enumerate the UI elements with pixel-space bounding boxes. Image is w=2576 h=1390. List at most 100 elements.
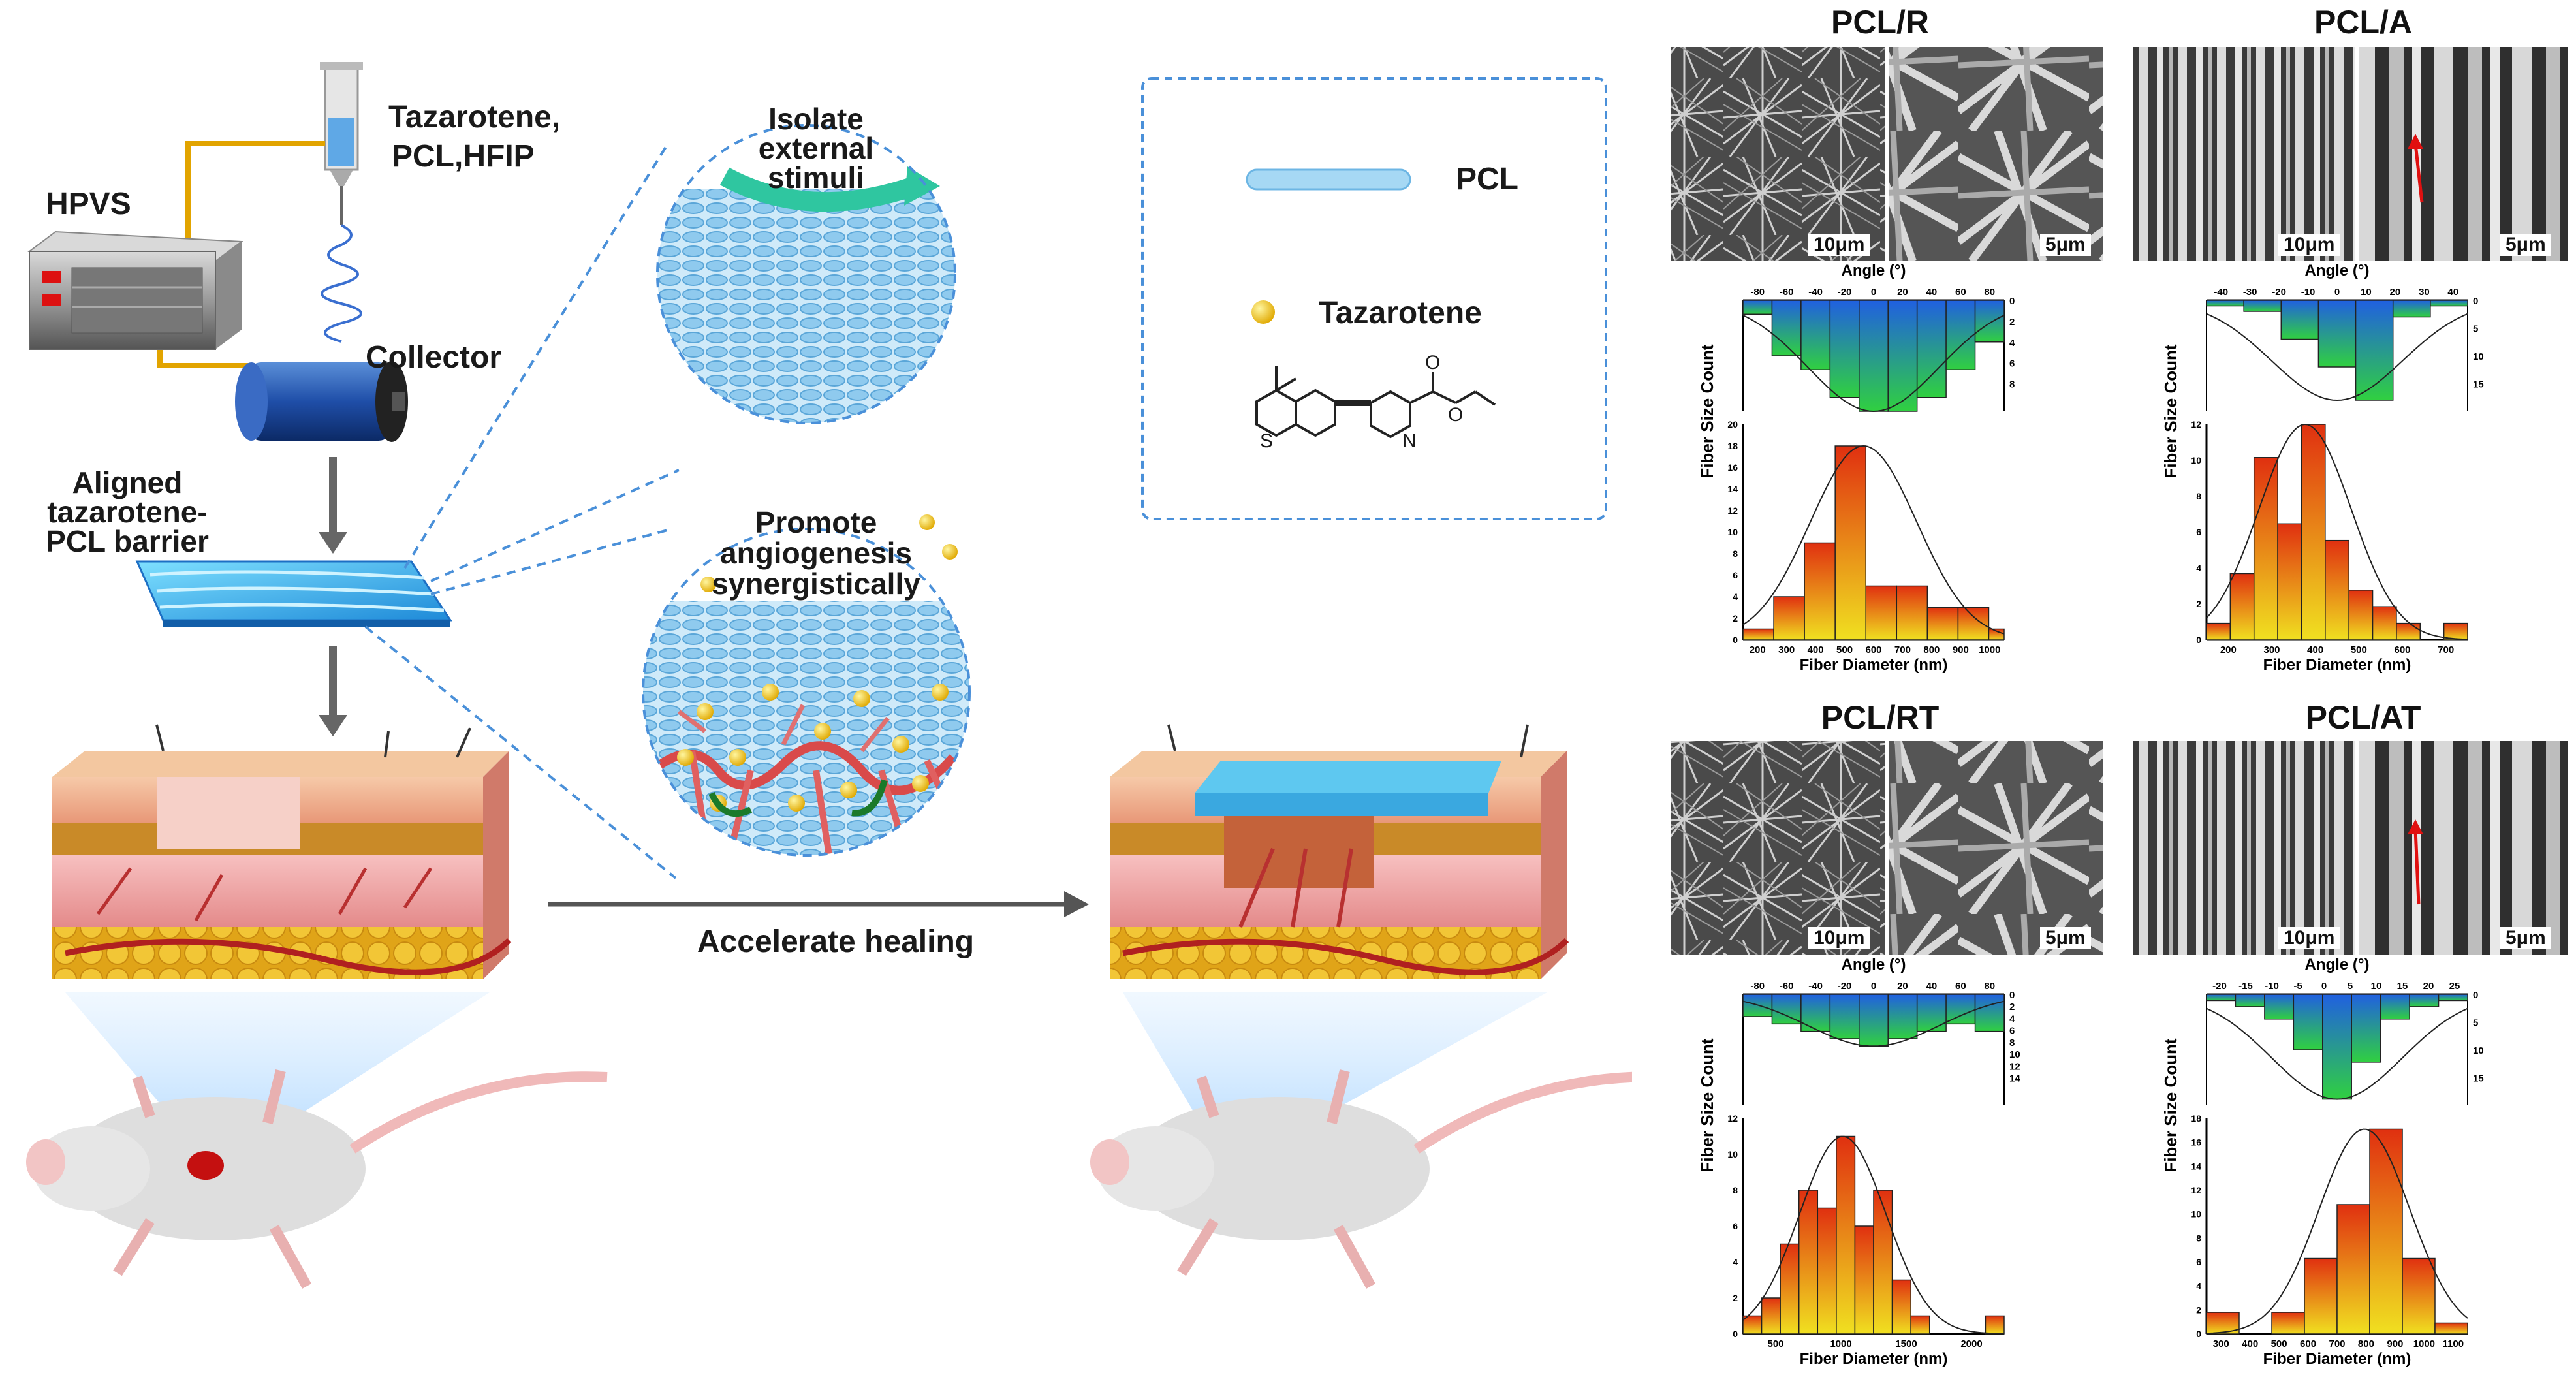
solution-label-1: Tazarotene, [388,100,561,134]
zoom-lines [364,146,680,879]
promote-label-2: angiogenesis [720,536,912,570]
diameter-tick-label: 1100 [2443,1338,2464,1350]
diameter-bar [1834,445,1866,640]
wire-top [185,141,325,274]
angle-y-tick-label: 8 [2009,379,2015,390]
angle-bar [1916,300,1947,398]
diameter-bar [1780,1243,1800,1335]
angle-bar [1974,994,2005,1032]
scale-bar-pcl-a-low: 10μm [2278,234,2340,256]
angle-y-tick-label: 0 [2009,296,2015,307]
rat-healed-icon [1090,1069,1632,1289]
angle-bar [1859,300,1889,412]
angle-bar [1945,300,1976,370]
sem-pcl-rt-low [1671,741,1885,955]
diameter-y-tick-label: 2 [2196,599,2201,609]
diameter-tick-label: 500 [1836,644,1853,656]
diameter-tick-label: 200 [2220,644,2237,656]
accelerate-healing-arrow [548,891,1089,917]
down-arrow-1 [319,457,347,554]
sem-pcl-a-high [2359,47,2568,261]
diameter-y-tick-label: 0 [2196,1329,2201,1339]
angle-tick-label: 80 [1984,981,1995,992]
diameter-bar [2434,1322,2468,1335]
diameter-tick-label: 300 [2213,1338,2229,1350]
diameter-bar [1957,607,1990,640]
scale-bar-pcl-r-high: 5μm [2040,234,2091,256]
diameter-tick-label: 2000 [1960,1338,1982,1350]
diameter-y-tick-label: 10 [1727,527,1738,537]
angle-fit-curve [1742,1000,2005,1047]
diameter-y-tick-label: 10 [1727,1149,1738,1160]
diameter-bar [1817,1207,1837,1335]
angle-tick-label: 10 [2361,287,2372,298]
angle-bar [1974,300,2005,343]
angle-tick-label: -5 [2293,981,2302,992]
diameter-bar [1988,628,2005,640]
diameter-x-label: Fiber Diameter (nm) [2263,656,2411,674]
isolate-label-2: external [758,131,874,165]
angle-bar [2206,300,2244,307]
legend-box [1141,77,1607,520]
angle-fit-curve [2206,313,2468,402]
diameter-y-tick-label: 6 [2196,527,2201,537]
angle-tick-label: -15 [2238,981,2253,992]
angle-y-tick-label: 6 [2009,358,2015,370]
diameter-bar [2253,457,2278,640]
angle-tick-label: 80 [1984,287,1995,298]
angle-fit-curve [2206,1007,2468,1100]
diameter-bar [1854,1225,1874,1335]
structure-atom-n: N [1402,430,1417,452]
diameter-bar [2369,1128,2403,1335]
angle-tick-label: 40 [1926,287,1938,298]
diameter-bar [1761,1297,1781,1335]
hpvs-power-supply-icon [27,230,243,350]
structure-atom-o2: O [1448,404,1464,426]
wound-skin-model [52,724,512,979]
angle-bar [2317,300,2357,368]
diameter-y-tick-label: 4 [1733,1257,1738,1267]
diameter-tick-label: 1000 [2413,1338,2435,1350]
diameter-bar [1798,1190,1819,1335]
angle-bar [2235,994,2265,1007]
diameter-bar [1896,585,1928,640]
collector-label: Collector [366,340,502,375]
angle-axis-label: Angle (°) [1842,956,1906,973]
angle-tick-label: -10 [2265,981,2279,992]
diameter-bar [2402,1257,2436,1335]
angle-tick-label: 15 [2397,981,2408,992]
diameter-y-tick-label: 16 [1727,462,1738,473]
angle-y-tick-label: 0 [2473,296,2478,307]
isolate-zoom-circle [656,124,956,424]
angle-bar [2351,994,2381,1063]
diameter-tick-label: 900 [2387,1338,2403,1350]
diameter-y-tick-label: 18 [2191,1113,2201,1124]
pcl-fiber-icon [1246,168,1411,191]
angle-y-tick-label: 10 [2473,1045,2484,1056]
diameter-y-tick-label: 4 [1733,592,1738,602]
diameter-bar [1865,585,1898,640]
structure-atom-o1: O [1425,352,1441,373]
diameter-tick-label: 800 [2358,1338,2374,1350]
angle-tick-label: 40 [1926,981,1938,992]
diameter-bar [1742,628,1774,640]
electrospinning-jet [321,224,362,343]
diameter-x-label: Fiber Diameter (nm) [2263,1350,2411,1368]
diameter-fit-curve [1742,445,2005,635]
diameter-y-tick-label: 4 [2196,563,2201,573]
accelerate-healing-label: Accelerate healing [697,924,975,959]
angle-bar [2243,300,2282,312]
diameter-bar [1985,1315,2005,1335]
angle-y-tick-label: 5 [2473,1018,2478,1029]
angle-tick-label: 0 [2321,981,2327,992]
angle-tick-label: 30 [2419,287,2430,298]
barrier-label-2: tazarotene- [47,495,208,529]
diameter-tick-label: 500 [2271,1338,2287,1350]
angle-bar [2438,994,2468,1002]
diameter-bar [2336,1204,2370,1335]
diameter-tick-label: 1000 [1979,644,2000,656]
